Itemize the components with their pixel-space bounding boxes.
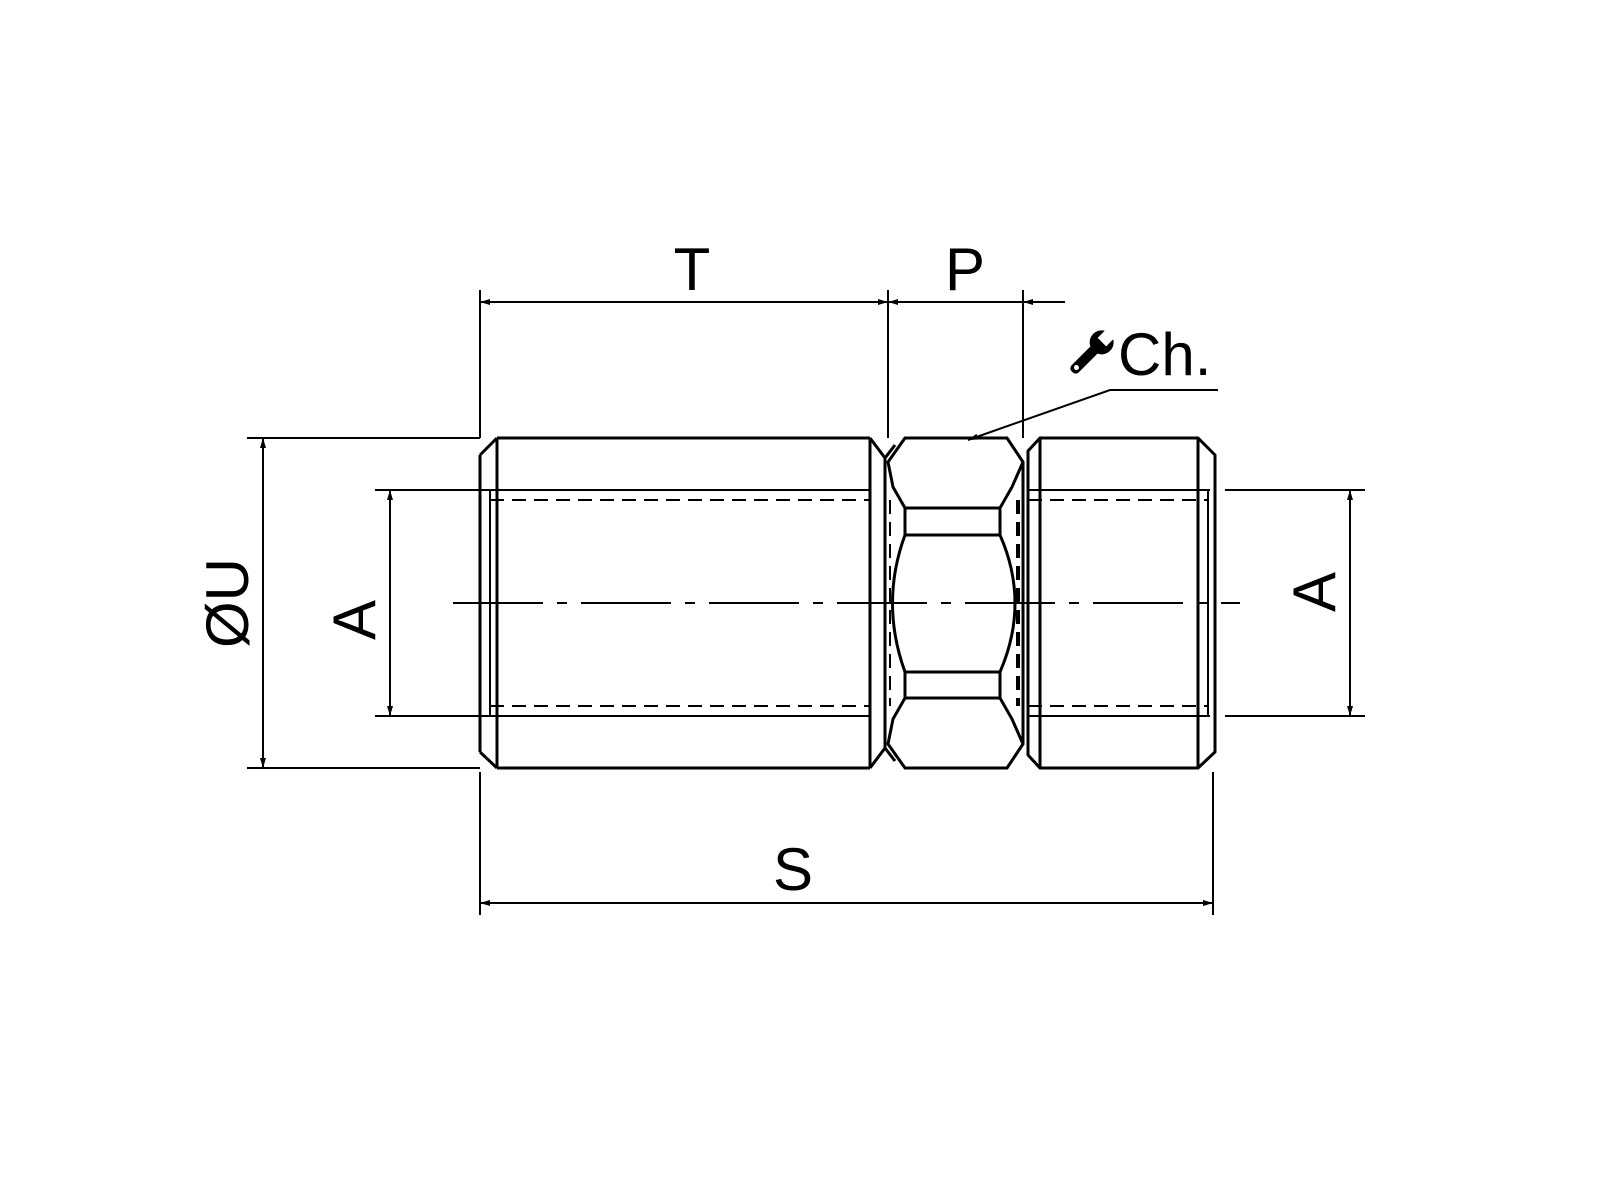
label-S: S: [773, 836, 813, 903]
dimension-S: [479, 772, 1214, 915]
label-A-left: A: [321, 600, 388, 640]
wrench-size-leader: [967, 389, 1218, 441]
label-A-right: A: [1281, 572, 1348, 612]
wrench-icon: [1070, 330, 1114, 374]
dimension-T-P: [479, 290, 1065, 438]
label-P: P: [945, 236, 985, 303]
dimension-A-right: [1225, 489, 1365, 717]
dimension-U: [247, 437, 480, 769]
right-body: [1026, 436, 1217, 770]
label-Ch: Ch.: [1118, 321, 1211, 388]
label-U: ØU: [194, 558, 261, 648]
label-T: T: [674, 236, 711, 303]
dimension-A-left: [375, 489, 480, 717]
